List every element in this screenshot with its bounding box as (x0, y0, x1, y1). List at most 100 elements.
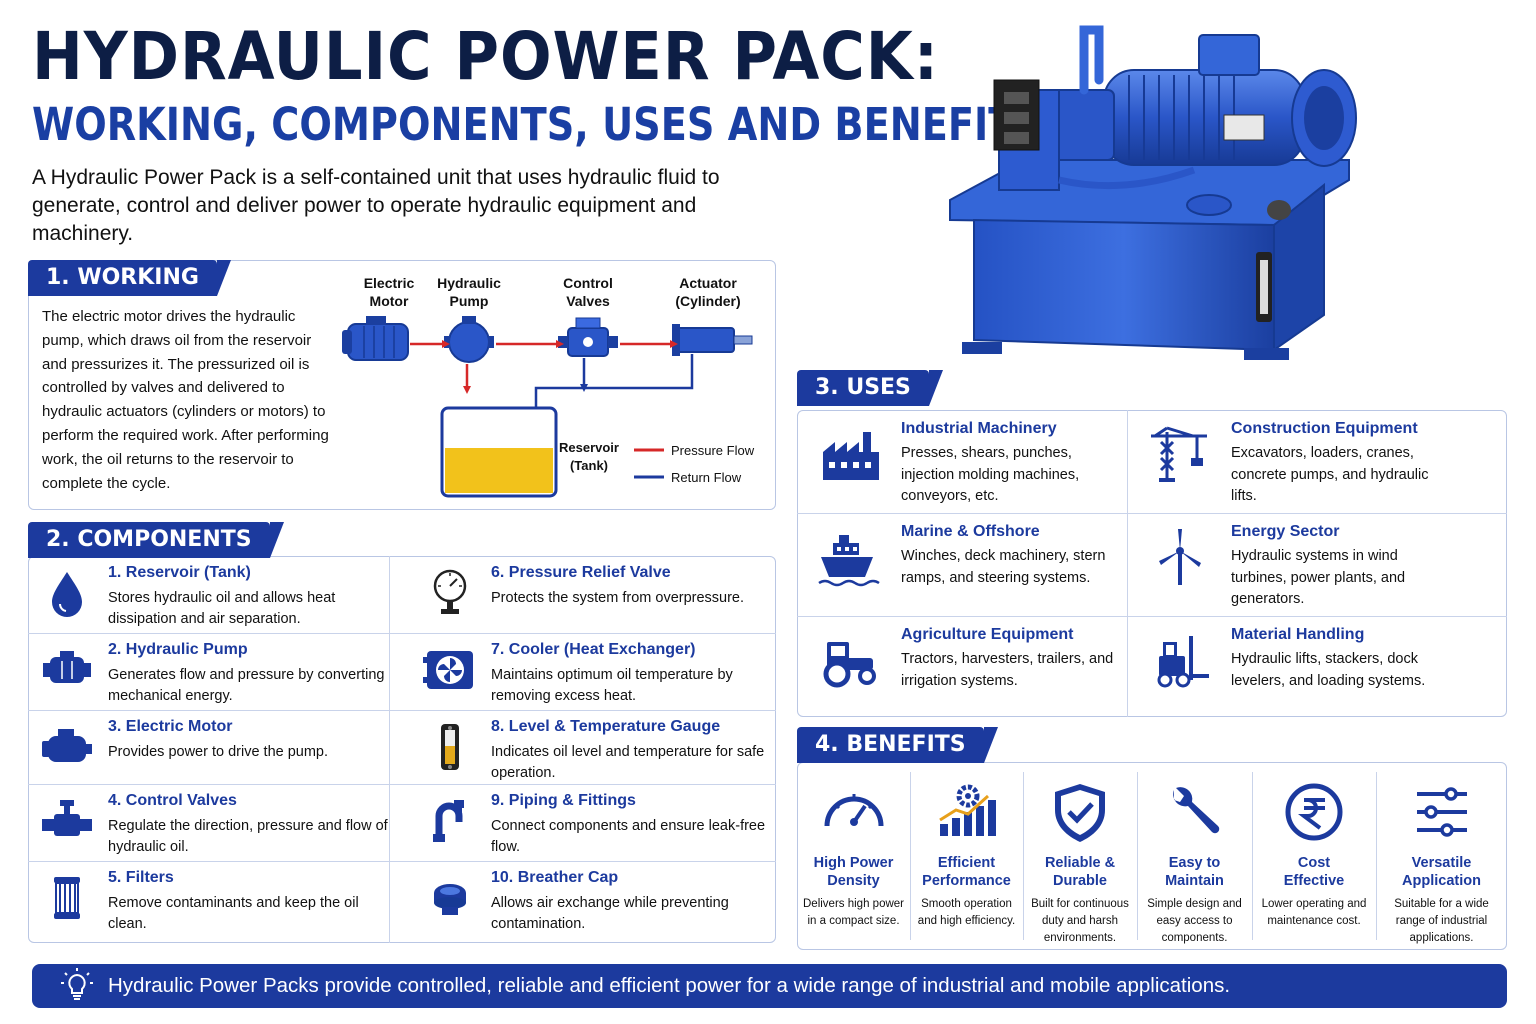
use-title: Material Handling (1231, 626, 1365, 643)
component-desc: Connect components and ensure leak-free … (491, 818, 766, 855)
component-desc: Remove contaminants and keep the oil cle… (108, 895, 359, 932)
component-desc: Regulate the direction, pressure and flo… (108, 818, 388, 855)
oil-drop-icon (52, 572, 82, 617)
benefit-title-line-2: Effective (1283, 873, 1345, 889)
ship-icon (818, 535, 880, 587)
diagram-valves-icon (558, 317, 618, 357)
motor-icon (42, 729, 92, 762)
benefit-title-line-1: Versatile (1411, 855, 1472, 871)
component-title: 3. Electric Motor (108, 718, 233, 735)
valve-icon (42, 800, 92, 836)
benefit-title-line-2: Application (1402, 873, 1481, 889)
working-heading: 1. WORKING (28, 260, 231, 296)
components-grid: 1. Reservoir (Tank) Stores hydraulic oil … (28, 556, 776, 943)
column-divider (1127, 410, 1128, 717)
use-title: Marine & Offshore (901, 523, 1040, 540)
page-subtitle: WORKING, COMPONENTS, USES AND BENEFITS (32, 98, 1042, 151)
level-gauge-icon (441, 724, 459, 770)
column-divider (1252, 772, 1253, 940)
rupee-icon (1285, 783, 1343, 841)
diagram-motor-icon (342, 316, 409, 361)
components-section (28, 556, 776, 943)
component-title: 5. Filters (108, 869, 174, 886)
cooler-icon (423, 651, 473, 689)
actuator-label-2: (Cylinder) (675, 293, 740, 309)
pump-label-2: Pump (450, 293, 489, 309)
valves-label-2: Valves (566, 293, 610, 309)
use-title: Energy Sector (1231, 523, 1340, 540)
uses-section (797, 410, 1507, 717)
crane-icon (1151, 426, 1207, 482)
filter-icon (54, 877, 80, 919)
working-section (28, 260, 776, 510)
speedometer-icon (824, 794, 883, 827)
row-divider (797, 616, 1507, 617)
row-divider (797, 513, 1507, 514)
component-title: 4. Control Valves (108, 792, 237, 809)
component-title: 1. Reservoir (Tank) (108, 564, 251, 581)
legend-return-flow: Return Flow (671, 470, 742, 485)
pump-label-1: Hydraulic (437, 275, 501, 291)
component-desc: Protects the system from overpressure. (491, 590, 745, 606)
component-desc: Allows air exchange while preventing con… (491, 895, 729, 932)
working-text: The electric motor drives the hydraulic … (42, 308, 329, 492)
use-desc: Winches, deck machinery, stern ramps, an… (901, 548, 1106, 586)
diagram-reservoir-icon (440, 406, 558, 498)
benefit-title-line-1: Efficient (937, 855, 996, 871)
use-title: Construction Equipment (1231, 420, 1418, 437)
component-title: 8. Level & Temperature Gauge (491, 718, 721, 735)
motor-label-1: Electric (364, 275, 415, 291)
use-desc: Hydraulic systems in wind turbines, powe… (1231, 548, 1406, 607)
benefit-desc: Simple design and easy access to compone… (1147, 898, 1242, 944)
row-divider (28, 710, 776, 711)
benefit-title-line-1: Cost (1297, 855, 1331, 871)
use-title: Agriculture Equipment (901, 626, 1074, 643)
component-desc: Stores hydraulic oil and allows heat dis… (108, 590, 336, 627)
sliders-icon (1416, 787, 1467, 837)
benefit-title-line-2: Performance (922, 873, 1011, 889)
component-desc: Provides power to drive the pump. (108, 744, 329, 760)
component-desc: Indicates oil level and temperature for … (491, 744, 765, 781)
benefit-title-line-2: Maintain (1165, 873, 1224, 889)
use-desc: Presses, shears, punches, injection mold… (901, 445, 1080, 504)
use-desc: Excavators, loaders, cranes, concrete pu… (1231, 445, 1429, 504)
benefits-section (797, 762, 1507, 950)
forklift-icon (1157, 636, 1209, 688)
row-divider (28, 633, 776, 634)
benefit-desc: Delivers high power in a compact size. (803, 898, 904, 927)
component-title: 2. Hydraulic Pump (108, 641, 248, 658)
wrench-icon (1172, 787, 1219, 834)
component-item: 7. Cooler (Heat Exchanger)Maintains opti… (411, 633, 785, 710)
benefit-title-line-1: High Power (813, 855, 894, 871)
factory-icon (823, 432, 879, 480)
benefit-desc: Smooth operation and high efficiency. (917, 898, 1016, 927)
benefit-desc: Suitable for a wide range of industrial … (1394, 898, 1489, 944)
pump-icon (43, 651, 91, 683)
use-title: Industrial Machinery (901, 420, 1057, 437)
tractor-icon (823, 642, 876, 688)
intro-text: A Hydraulic Power Pack is a self-contain… (32, 166, 720, 245)
footer-banner (32, 964, 1507, 1008)
shield-check-icon (1055, 784, 1105, 842)
component-title: 10. Breather Cap (491, 869, 619, 886)
component-title: 7. Cooler (Heat Exchanger) (491, 641, 696, 658)
benefit-title: Reliable &Durable (1023, 854, 1137, 890)
